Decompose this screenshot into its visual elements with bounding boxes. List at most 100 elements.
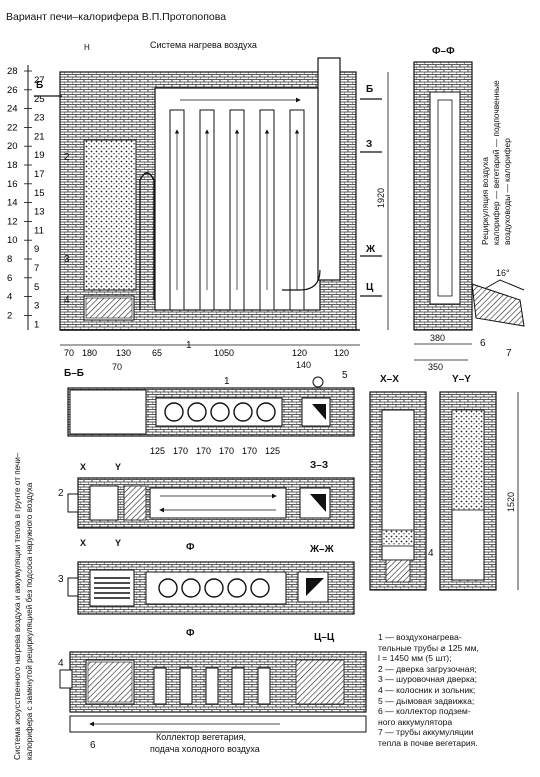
recirculation-label: Рециркуляция воздуха калорифер — вегетар… — [480, 80, 512, 245]
pipe-circle — [164, 402, 184, 422]
angle-label: 16° — [496, 268, 510, 278]
svg-text:Рециркуляция воздуха: Рециркуляция воздуха — [480, 157, 490, 245]
scale-label-left: 8 — [7, 254, 12, 265]
pipe-circle — [233, 402, 253, 422]
pipe-spacing-label: 170 — [173, 446, 188, 456]
dim-bottom-label: 180 — [82, 348, 97, 358]
plan-callout-1: 1 — [224, 376, 230, 387]
mark-y-2: Y — [115, 538, 121, 548]
svg-text:калорифера с замкнутой рецирку: калорифера с замкнутой рециркуляцией без… — [25, 482, 34, 760]
pipe-circle — [210, 402, 230, 422]
legend: 1 — воздухонагрева- тельные трубы ⌀ 125 … — [378, 632, 538, 749]
callout-7: 7 — [506, 348, 512, 359]
svg-text:воздуховоды — калорифер: воздуховоды — калорифер — [502, 138, 512, 245]
dim-bottom-label: 120 — [292, 348, 307, 358]
scale-label-left: 12 — [7, 216, 18, 227]
scale-label-right: 13 — [34, 207, 45, 218]
air-slot — [153, 667, 167, 705]
legend-item-1: 1 — воздухонагрева- тельные трубы ⌀ 125 … — [378, 632, 479, 664]
scale-label-right: 9 — [34, 244, 39, 255]
svg-text:калорифер — вегетарий — подпоч: калорифер — вегетарий — подпочвенные — [491, 80, 501, 245]
dim-bottom-label: 130 — [116, 348, 131, 358]
dim-380: 380 — [430, 333, 445, 343]
scale-label-left: 22 — [7, 122, 18, 133]
scale-label-left: 6 — [7, 273, 12, 284]
elevation-view — [59, 57, 360, 331]
air-slot — [179, 667, 193, 705]
pipe-circle — [250, 578, 270, 598]
scale-label-right: 15 — [34, 188, 45, 199]
side-caption: Система искусственного нагрева воздуха и… — [10, 360, 38, 762]
mark-b-right: Б — [366, 84, 373, 95]
pipe-circle — [227, 578, 247, 598]
label-z-z: З–З — [310, 460, 328, 471]
label-zh-zh: Ж–Ж — [309, 544, 335, 555]
scale-label-right: 25 — [34, 94, 45, 105]
air-slot — [205, 667, 219, 705]
svg-text:Система искусственного нагрева: Система искусственного нагрева воздуха и… — [13, 452, 22, 760]
collector-label-1: Коллектор вегетария, — [156, 732, 246, 742]
callout-2: 2 — [64, 152, 70, 163]
mark-zh: Ж — [365, 244, 376, 255]
scale-label-left: 4 — [7, 292, 12, 303]
plan-zh-zh — [67, 561, 355, 615]
dim-350: 350 — [428, 362, 443, 372]
label-f-mid: Ф — [186, 542, 195, 553]
dim-bottom-label: 70 — [64, 348, 74, 358]
pipe-spacing-label: 170 — [196, 446, 211, 456]
air-slot — [231, 667, 245, 705]
scale-marker: H — [84, 43, 90, 52]
label-f-f: Ф–Ф — [432, 46, 455, 57]
plan-callout-4: 4 — [58, 658, 64, 669]
mark-x-1: Х — [80, 462, 86, 472]
dim-height-main: 1920 — [376, 188, 386, 208]
scale-label-right: 19 — [34, 150, 45, 161]
mark-ts: Ц — [366, 282, 374, 293]
mark-b-left: Б — [36, 80, 43, 91]
dim-pipe-offset: 140 — [296, 360, 311, 370]
scale-label-right: 27 — [34, 75, 45, 86]
section-y-y — [439, 391, 497, 591]
section-f-f — [413, 61, 525, 331]
plan-z-z — [67, 477, 355, 529]
dim-bottom-label: 65 — [152, 348, 162, 358]
scale-label-left: 16 — [7, 179, 18, 190]
label-y-y: Y–Y — [452, 374, 471, 385]
dim-bottom-label: 1050 — [214, 348, 234, 358]
scale-label-left: 14 — [7, 198, 18, 209]
title: Вариант печи–калорифера В.П.Протопопова — [6, 11, 226, 23]
label-x-x: Х–Х — [380, 374, 399, 385]
legend-item-6: 6 — коллектор подзем- ного аккумулятора — [378, 706, 471, 727]
pipe-spacing-label: 125 — [265, 446, 280, 456]
system-label: Система нагрева воздуха — [150, 40, 257, 50]
pipe-spacing-label: 170 — [242, 446, 257, 456]
scale-label-right: 7 — [34, 263, 39, 274]
scale-label-left: 24 — [7, 104, 18, 115]
dim-height-section: 1520 — [506, 492, 516, 512]
section-x-x — [369, 391, 427, 591]
plan-b-b — [67, 376, 355, 437]
scale-label-right: 17 — [34, 169, 45, 180]
scale-label-left: 10 — [7, 235, 18, 246]
scale-label-left: 2 — [7, 310, 12, 321]
scale-label-right: 5 — [34, 282, 39, 293]
scale-label-left: 26 — [7, 85, 18, 96]
mark-z: З — [366, 139, 372, 150]
dim-bottom-sub: 70 — [112, 362, 122, 372]
mark-y-1: Y — [115, 462, 121, 472]
mark-x-2: Х — [80, 538, 86, 548]
label-b-b: Б–Б — [64, 368, 84, 379]
callout-6: 6 — [480, 338, 486, 349]
callout-3: 3 — [64, 254, 70, 265]
pipe-circle — [204, 578, 224, 598]
dim-bottom-label: 120 — [334, 348, 349, 358]
callout-4: 4 — [64, 295, 70, 306]
air-slot — [257, 667, 271, 705]
legend-item-2: 2 — дверка загрузочная; — [378, 663, 477, 674]
label-f-low: Ф — [186, 628, 195, 639]
scale-label-left: 20 — [7, 141, 18, 152]
scale-label-left: 28 — [7, 66, 18, 77]
callout-5: 5 — [342, 370, 348, 381]
label-ts-ts: Ц–Ц — [314, 632, 335, 643]
